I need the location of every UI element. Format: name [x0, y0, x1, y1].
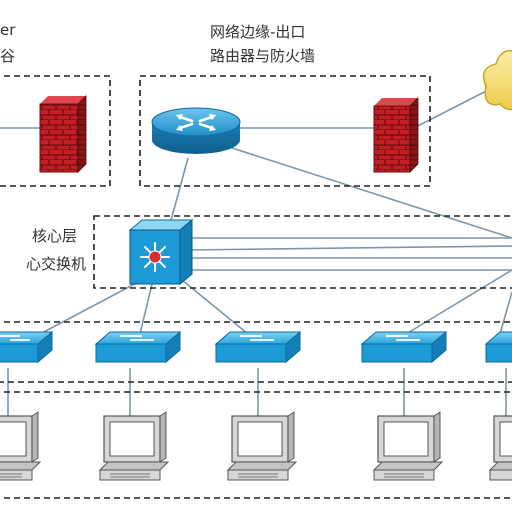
computer-icon	[0, 411, 42, 481]
core-switch-label: 心交换机	[26, 255, 87, 273]
switch-icon	[484, 331, 512, 363]
switch-icon	[360, 330, 448, 364]
access-switch-box	[0, 321, 512, 383]
left-edge-label-fragment: er	[0, 21, 16, 39]
left-edge-box	[0, 75, 111, 187]
link-core-switch1	[39, 279, 143, 335]
link-firewall-cloud	[413, 85, 497, 129]
computer-icon	[488, 415, 512, 481]
link-router-core	[169, 157, 189, 225]
computer-box	[0, 391, 512, 499]
cloud-icon	[482, 50, 512, 111]
computer-icon	[372, 411, 444, 481]
switch-icon	[94, 330, 182, 364]
link-right-switch5	[499, 291, 512, 335]
computer-icon	[226, 411, 298, 481]
link-router-right-edge	[231, 147, 512, 239]
group-boxes	[0, 75, 512, 499]
left-edge-label-fragment-2: 谷	[0, 47, 16, 65]
computer-icon	[98, 411, 170, 481]
link-right-switch4	[405, 269, 512, 335]
switch-icon	[0, 330, 54, 364]
core-switch-icon	[128, 218, 194, 286]
link-core-switch3	[181, 279, 249, 335]
firewall-icon	[39, 95, 87, 173]
edge-title-line1: 网络边缘-出口	[210, 23, 306, 41]
switch-icon	[214, 330, 302, 364]
link-core-right-4	[184, 245, 512, 251]
link-core-switch2	[139, 283, 153, 335]
edge-router-firewall-box	[139, 75, 431, 187]
core-layer-title: 核心层	[32, 227, 78, 245]
edge-title-line2: 路由器与防火墙	[210, 47, 316, 65]
firewall-icon	[373, 97, 419, 173]
core-layer-box	[93, 215, 512, 289]
router-icon	[151, 107, 241, 154]
